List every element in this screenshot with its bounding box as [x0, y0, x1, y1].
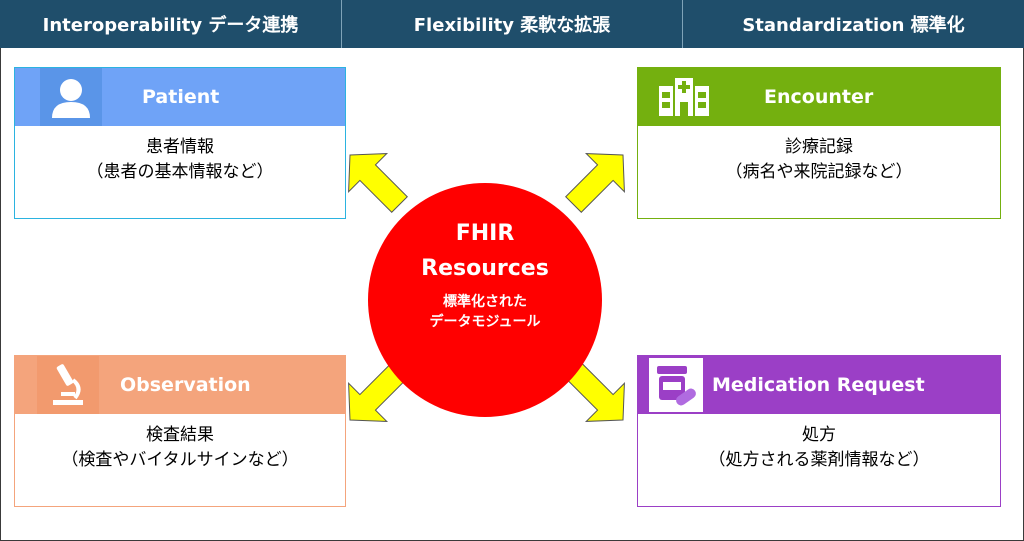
encounter-body: 診療記録 （病名や来院記録など）: [638, 126, 1000, 185]
center-title-line1: FHIR: [455, 221, 515, 246]
patient-card: Patient 患者情報 （患者の基本情報など）: [14, 67, 346, 219]
medication-body: 処方 （処方される薬剤情報など）: [638, 414, 1000, 473]
microscope-icon: [37, 356, 99, 414]
medication-title: Medication Request: [712, 374, 925, 396]
header-flexibility: Flexibility 柔軟な拡張: [342, 0, 683, 48]
encounter-line1: 診療記録: [785, 137, 853, 157]
patient-title: Patient: [142, 86, 220, 108]
medicine-icon: [645, 356, 707, 414]
header-interoperability: Interoperability データ連携: [0, 0, 342, 48]
center-title-line2: Resources: [421, 256, 549, 281]
header-standardization: Standardization 標準化: [683, 0, 1024, 48]
hospital-icon: [653, 68, 715, 126]
medication-line2: （処方される薬剤情報など）: [708, 450, 930, 470]
medication-card-header: Medication Request: [638, 356, 1000, 414]
person-icon: [40, 68, 102, 126]
patient-body: 患者情報 （患者の基本情報など）: [15, 126, 345, 185]
fhir-resources-circle: FHIR Resources 標準化された データモジュール: [368, 183, 602, 417]
observation-title: Observation: [120, 374, 251, 396]
arrow-to-encounter: [565, 153, 625, 213]
observation-line1: 検査結果: [146, 425, 214, 445]
patient-line2: （患者の基本情報など）: [86, 162, 274, 182]
observation-body: 検査結果 （検査やバイタルサインなど）: [15, 414, 345, 473]
encounter-card-header: Encounter: [638, 68, 1000, 126]
header-bar: Interoperability データ連携 Flexibility 柔軟な拡張…: [0, 0, 1024, 48]
patient-card-header: Patient: [15, 68, 345, 126]
encounter-title: Encounter: [764, 86, 874, 108]
center-subtitle-line1: 標準化された: [443, 294, 527, 310]
center-subtitle-line2: データモジュール: [429, 314, 541, 330]
encounter-card: Encounter 診療記録 （病名や来院記録など）: [637, 67, 1001, 219]
patient-line1: 患者情報: [146, 137, 214, 157]
medication-card: Medication Request 処方 （処方される薬剤情報など）: [637, 355, 1001, 507]
medication-line1: 処方: [802, 425, 836, 445]
observation-card: Observation 検査結果 （検査やバイタルサインなど）: [14, 355, 346, 507]
arrow-to-patient: [348, 153, 408, 213]
observation-line2: （検査やバイタルサインなど）: [61, 450, 299, 470]
observation-card-header: Observation: [15, 356, 345, 414]
encounter-line2: （病名や来院記録など）: [725, 162, 913, 182]
